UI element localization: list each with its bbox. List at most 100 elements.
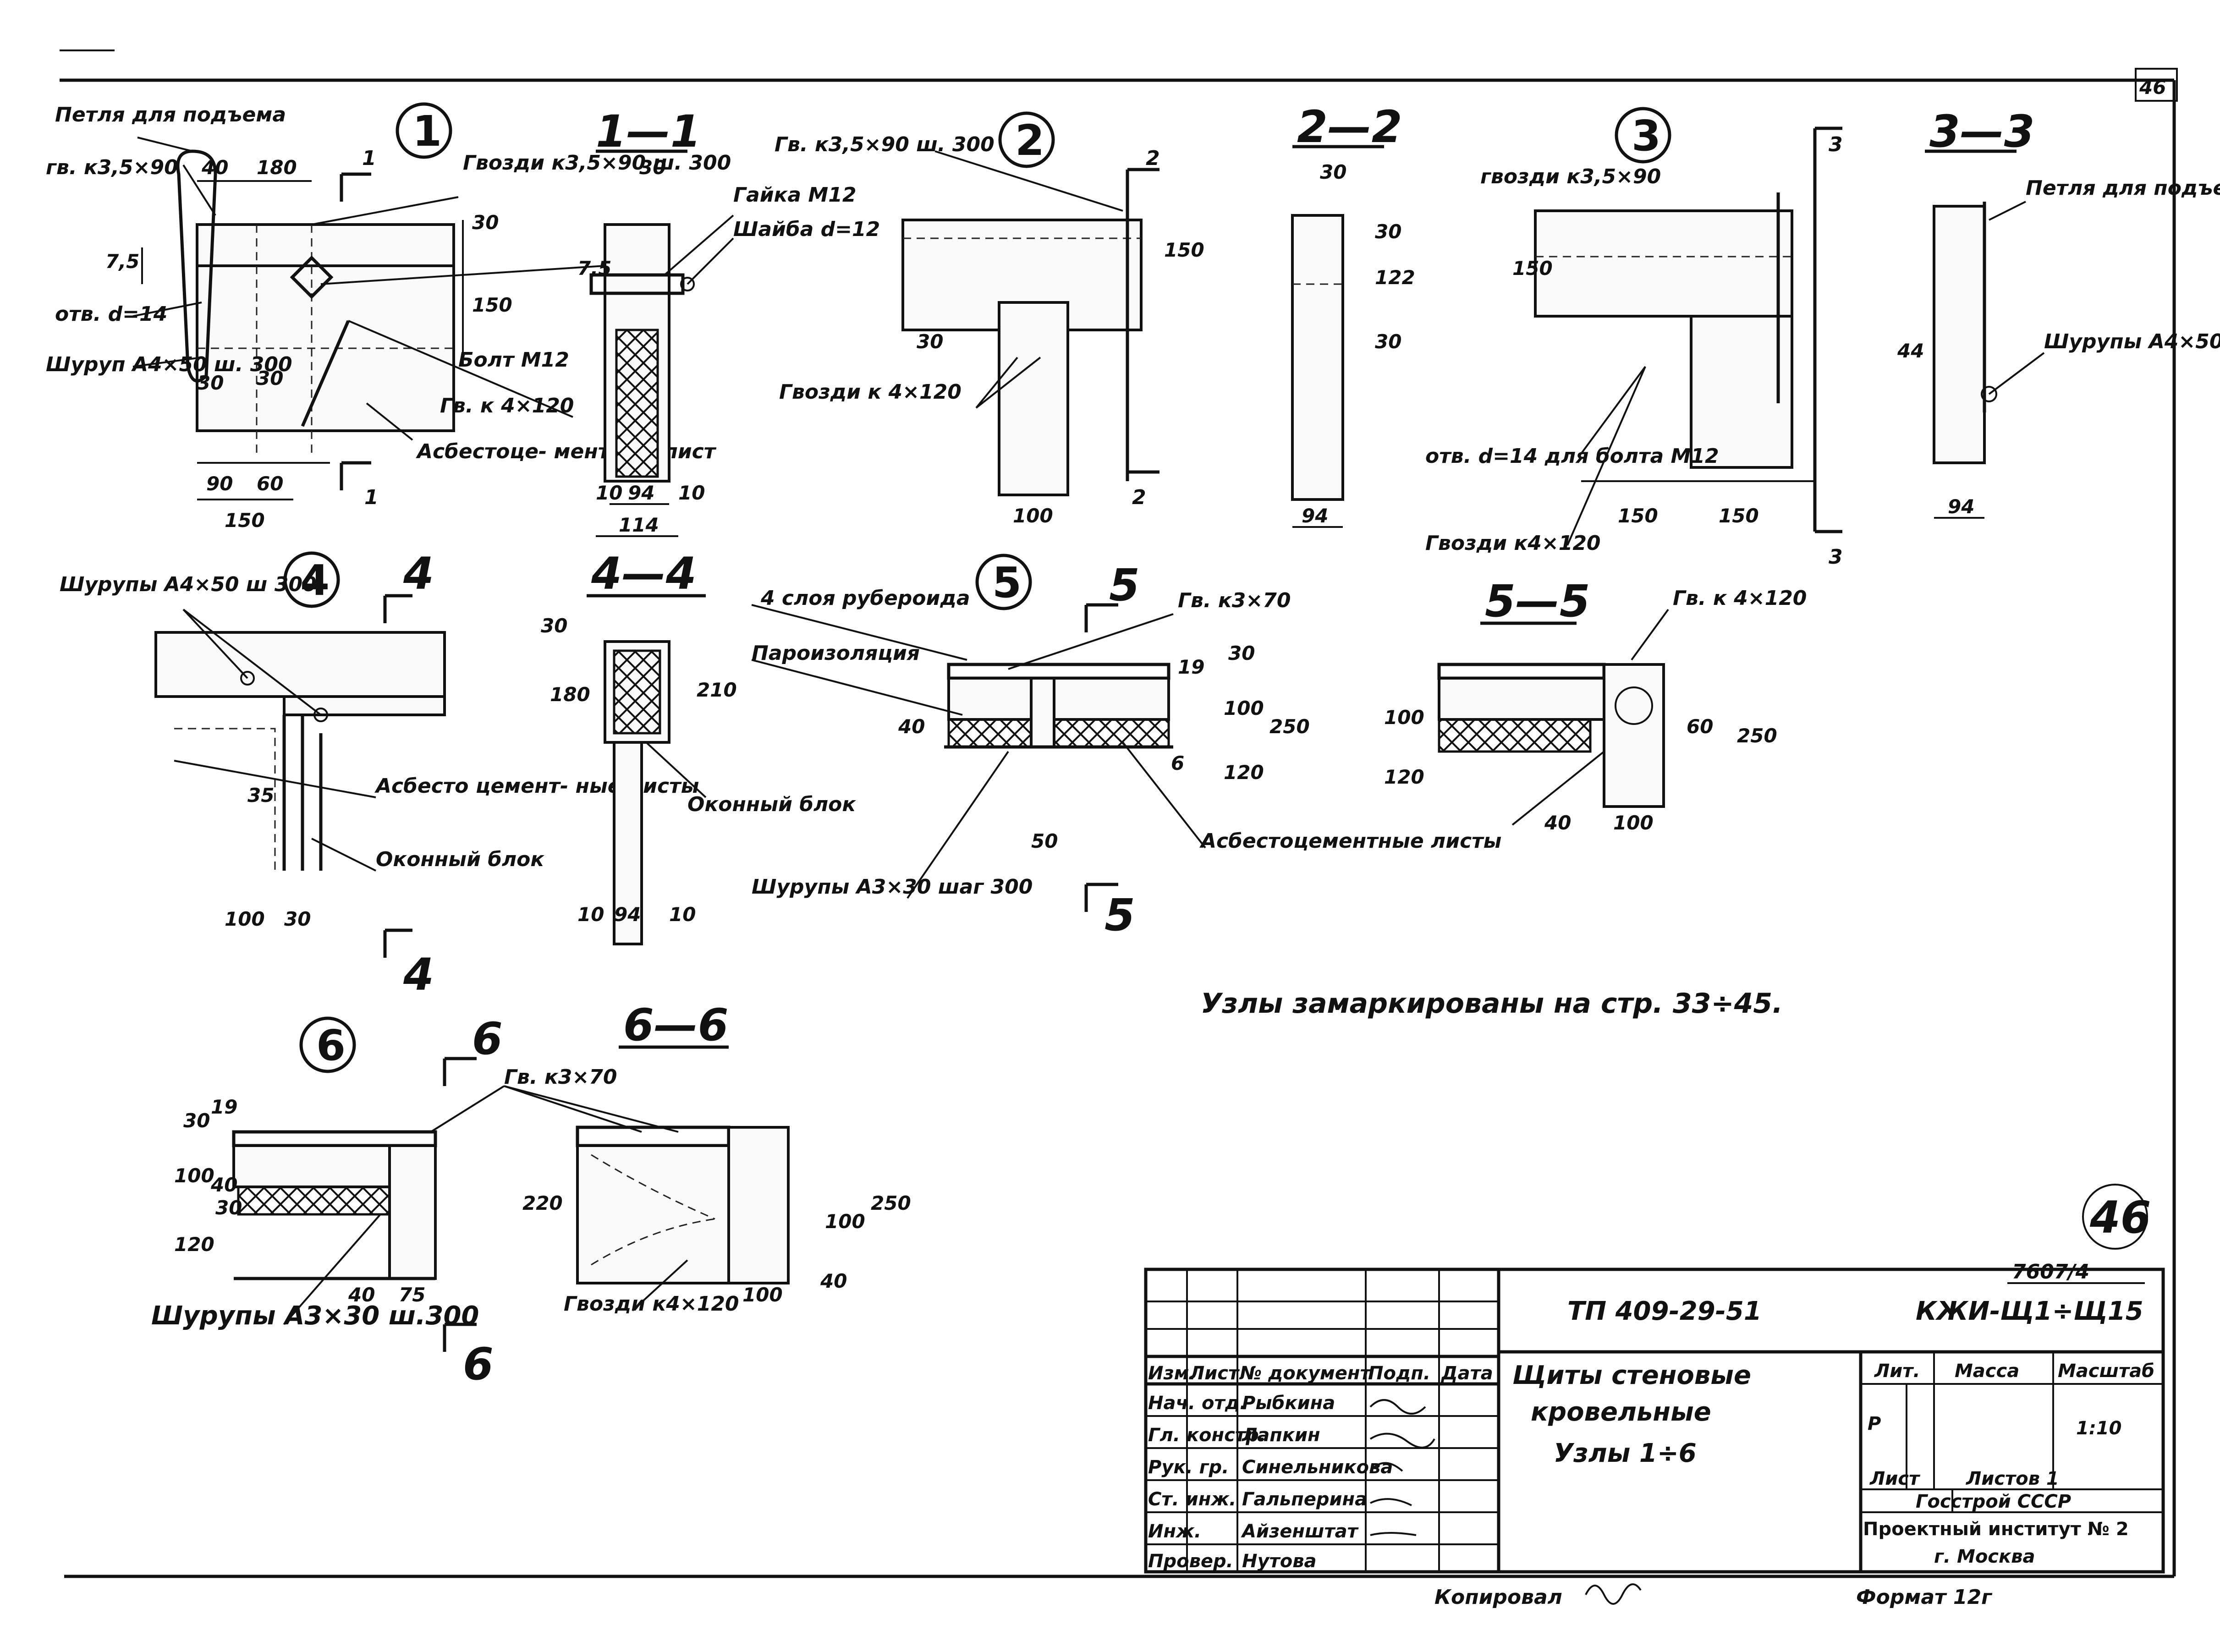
mass-header: Масса bbox=[1955, 1361, 2019, 1382]
label-otv-3: отв. d=14 для болта М12 bbox=[1425, 445, 1719, 468]
label-asbest-4: Асбесто цемент- ные листы bbox=[374, 774, 699, 798]
dim-30: 30 bbox=[215, 1196, 242, 1219]
dim-30: 30 bbox=[183, 1109, 210, 1132]
name-4: Гальперина bbox=[1242, 1489, 1367, 1510]
label-gv-4x120-1: Гв. к 4×120 bbox=[440, 394, 574, 417]
section-2-2-title: 2—2 bbox=[1297, 101, 1402, 153]
node-3: 3 3 3 гвозди к3,5×90 отв. d=14 для болта… bbox=[1425, 107, 1843, 569]
dim-30: 30 bbox=[1375, 220, 1401, 243]
sheet-number-circle bbox=[2082, 1184, 2148, 1250]
section-1-1: 1—1 Гайка М12 Шайба d=12 30 7,5 10 94 10… bbox=[577, 106, 880, 537]
node-6-number: 6 bbox=[316, 1021, 346, 1070]
dim-120: 120 bbox=[1224, 761, 1264, 784]
dim-40: 40 bbox=[1544, 812, 1571, 834]
node-5-number: 5 bbox=[992, 558, 1022, 607]
label-otv-14: отв. d=14 bbox=[55, 302, 167, 326]
list-header: Лист bbox=[1869, 1468, 1921, 1489]
dim-100: 100 bbox=[1224, 697, 1264, 719]
listov-header: Листов 1 bbox=[1966, 1468, 2059, 1489]
name-6: Нутова bbox=[1242, 1551, 1317, 1572]
dim-40: 40 bbox=[820, 1270, 847, 1292]
cut-6-top: 6 bbox=[472, 1013, 503, 1065]
corner-mark: 46 bbox=[2139, 76, 2166, 99]
lit-header: Лит. bbox=[1874, 1361, 1920, 1382]
node-6: 6 6 6 Шурупы А3×30 ш.300 30 19 100 40 30… bbox=[151, 1013, 505, 1390]
name-1: Рыбкина bbox=[1242, 1393, 1335, 1414]
label-gv-3x70-6: Гв. к3×70 bbox=[504, 1065, 617, 1089]
dim-150: 150 bbox=[225, 509, 265, 532]
album-code: 7607/4 bbox=[2012, 1260, 2089, 1284]
label-gv-4x120-5: Гв. к 4×120 bbox=[1673, 587, 1807, 610]
sheet-note: Узлы замаркированы на стр. 33÷45. bbox=[1201, 988, 1783, 1020]
dim-210: 210 bbox=[697, 679, 737, 701]
cut-2-top: 2 bbox=[1146, 147, 1160, 170]
dim-30: 30 bbox=[1320, 161, 1346, 183]
hdr-podp: Подп. bbox=[1368, 1363, 1430, 1384]
role-5: Инж. bbox=[1148, 1521, 1201, 1542]
dim-150: 150 bbox=[1618, 505, 1658, 527]
dim-150: 150 bbox=[1512, 257, 1553, 280]
dim-100: 100 bbox=[825, 1210, 865, 1233]
dim-75: 75 bbox=[399, 1284, 425, 1306]
dim-10: 10 bbox=[669, 903, 696, 926]
label-shurupy-4: Шурупы А4×50 ш 300 bbox=[60, 573, 317, 596]
dim-60: 60 bbox=[1687, 715, 1713, 738]
section-3-3: 3—3 Петля для подъема Шурупы А4×50 44 94 bbox=[1897, 106, 2220, 519]
dim-30: 30 bbox=[257, 367, 283, 390]
label-shurupy-5: Шурупы А3×30 шаг 300 bbox=[752, 875, 1033, 899]
org-line-3: г. Москва bbox=[1934, 1546, 2035, 1567]
label-okonny-4: Оконный блок bbox=[376, 848, 544, 871]
section-6-6: 6—6 Гв. к3×70 Гвозди к4×120 220 100 250 … bbox=[504, 999, 911, 1316]
section-6-6-title: 6—6 bbox=[623, 999, 729, 1051]
label-asbest-5: Асбестоцементные листы bbox=[1199, 829, 1501, 853]
dim-7-5: 7,5 bbox=[105, 250, 139, 273]
node-4: 4 4 4 Шурупы А4×50 ш 300 Асбесто цемент-… bbox=[60, 548, 699, 1000]
node-6-marker bbox=[299, 1016, 356, 1073]
dim-40: 40 bbox=[348, 1284, 375, 1306]
lit-value: Р bbox=[1868, 1413, 1881, 1434]
org-line-2: Проектный институт № 2 bbox=[1863, 1519, 2129, 1540]
org-line-1: Госстрой СССР bbox=[1916, 1491, 2071, 1512]
section-3-3-title: 3—3 bbox=[1929, 106, 2035, 157]
dim-100: 100 bbox=[225, 908, 265, 930]
label-gvozdi-2: Гвозди к 4×120 bbox=[779, 380, 962, 404]
label-paroiz: Пароизоляция bbox=[752, 642, 920, 665]
cut-1-top: 1 bbox=[362, 147, 376, 170]
document-mark: КЖИ-Щ1÷Щ15 bbox=[1916, 1296, 2143, 1326]
label-shurupy-3: Шурупы А4×50 bbox=[2044, 330, 2220, 353]
label-gvozdi-6: Гвозди к4×120 bbox=[564, 1292, 739, 1316]
node-5-marker bbox=[975, 554, 1032, 610]
title-line-2: кровельные bbox=[1531, 1397, 1711, 1427]
title-line-1: Щиты стеновые bbox=[1512, 1361, 1751, 1390]
cut-3-bottom: 3 bbox=[1829, 545, 1843, 569]
hdr-doc: № документ bbox=[1239, 1363, 1372, 1384]
dim-40: 40 bbox=[898, 715, 925, 738]
cut-3-top: 3 bbox=[1829, 133, 1843, 156]
dim-10: 10 bbox=[596, 482, 622, 504]
cut-6-bottom: 6 bbox=[463, 1339, 494, 1390]
cut-4-top: 4 bbox=[403, 548, 434, 599]
section-2-2: 2—2 30 30 122 30 94 bbox=[1291, 101, 1415, 528]
sheet-number: 46 bbox=[2089, 1192, 2151, 1243]
cut-4-bottom: 4 bbox=[403, 949, 434, 1000]
hdr-data: Дата bbox=[1440, 1363, 1493, 1384]
dim-180: 180 bbox=[257, 156, 297, 179]
label-ruberoid: 4 слоя рубероида bbox=[760, 587, 970, 610]
dim-100: 100 bbox=[1013, 505, 1053, 527]
hdr-list: Лист bbox=[1189, 1363, 1240, 1384]
label-gvozdi-1: Гвозди к3,5×90 ш. 300 bbox=[463, 151, 731, 175]
cut-5-bottom: 5 bbox=[1105, 889, 1135, 941]
dim-30: 30 bbox=[472, 211, 499, 234]
node-2: 2 2 2 Гв. к3,5×90 ш. 300 Гвозди к 4×120 … bbox=[775, 111, 1204, 527]
dim-30: 30 bbox=[1375, 330, 1401, 353]
cut-2-bottom: 2 bbox=[1132, 486, 1146, 509]
dim-100: 100 bbox=[1613, 812, 1654, 834]
role-2: Гл. констр. bbox=[1148, 1425, 1266, 1446]
dim-150: 150 bbox=[1164, 239, 1204, 261]
dim-19: 19 bbox=[1178, 656, 1204, 678]
dim-30: 30 bbox=[1228, 642, 1255, 664]
section-4-4: 4—4 Оконный блок 30 180 210 10 94 10 bbox=[541, 548, 856, 945]
node-4-number: 4 bbox=[300, 556, 330, 605]
label-asbest-1: Асбестоце- ментный лист bbox=[416, 440, 717, 463]
